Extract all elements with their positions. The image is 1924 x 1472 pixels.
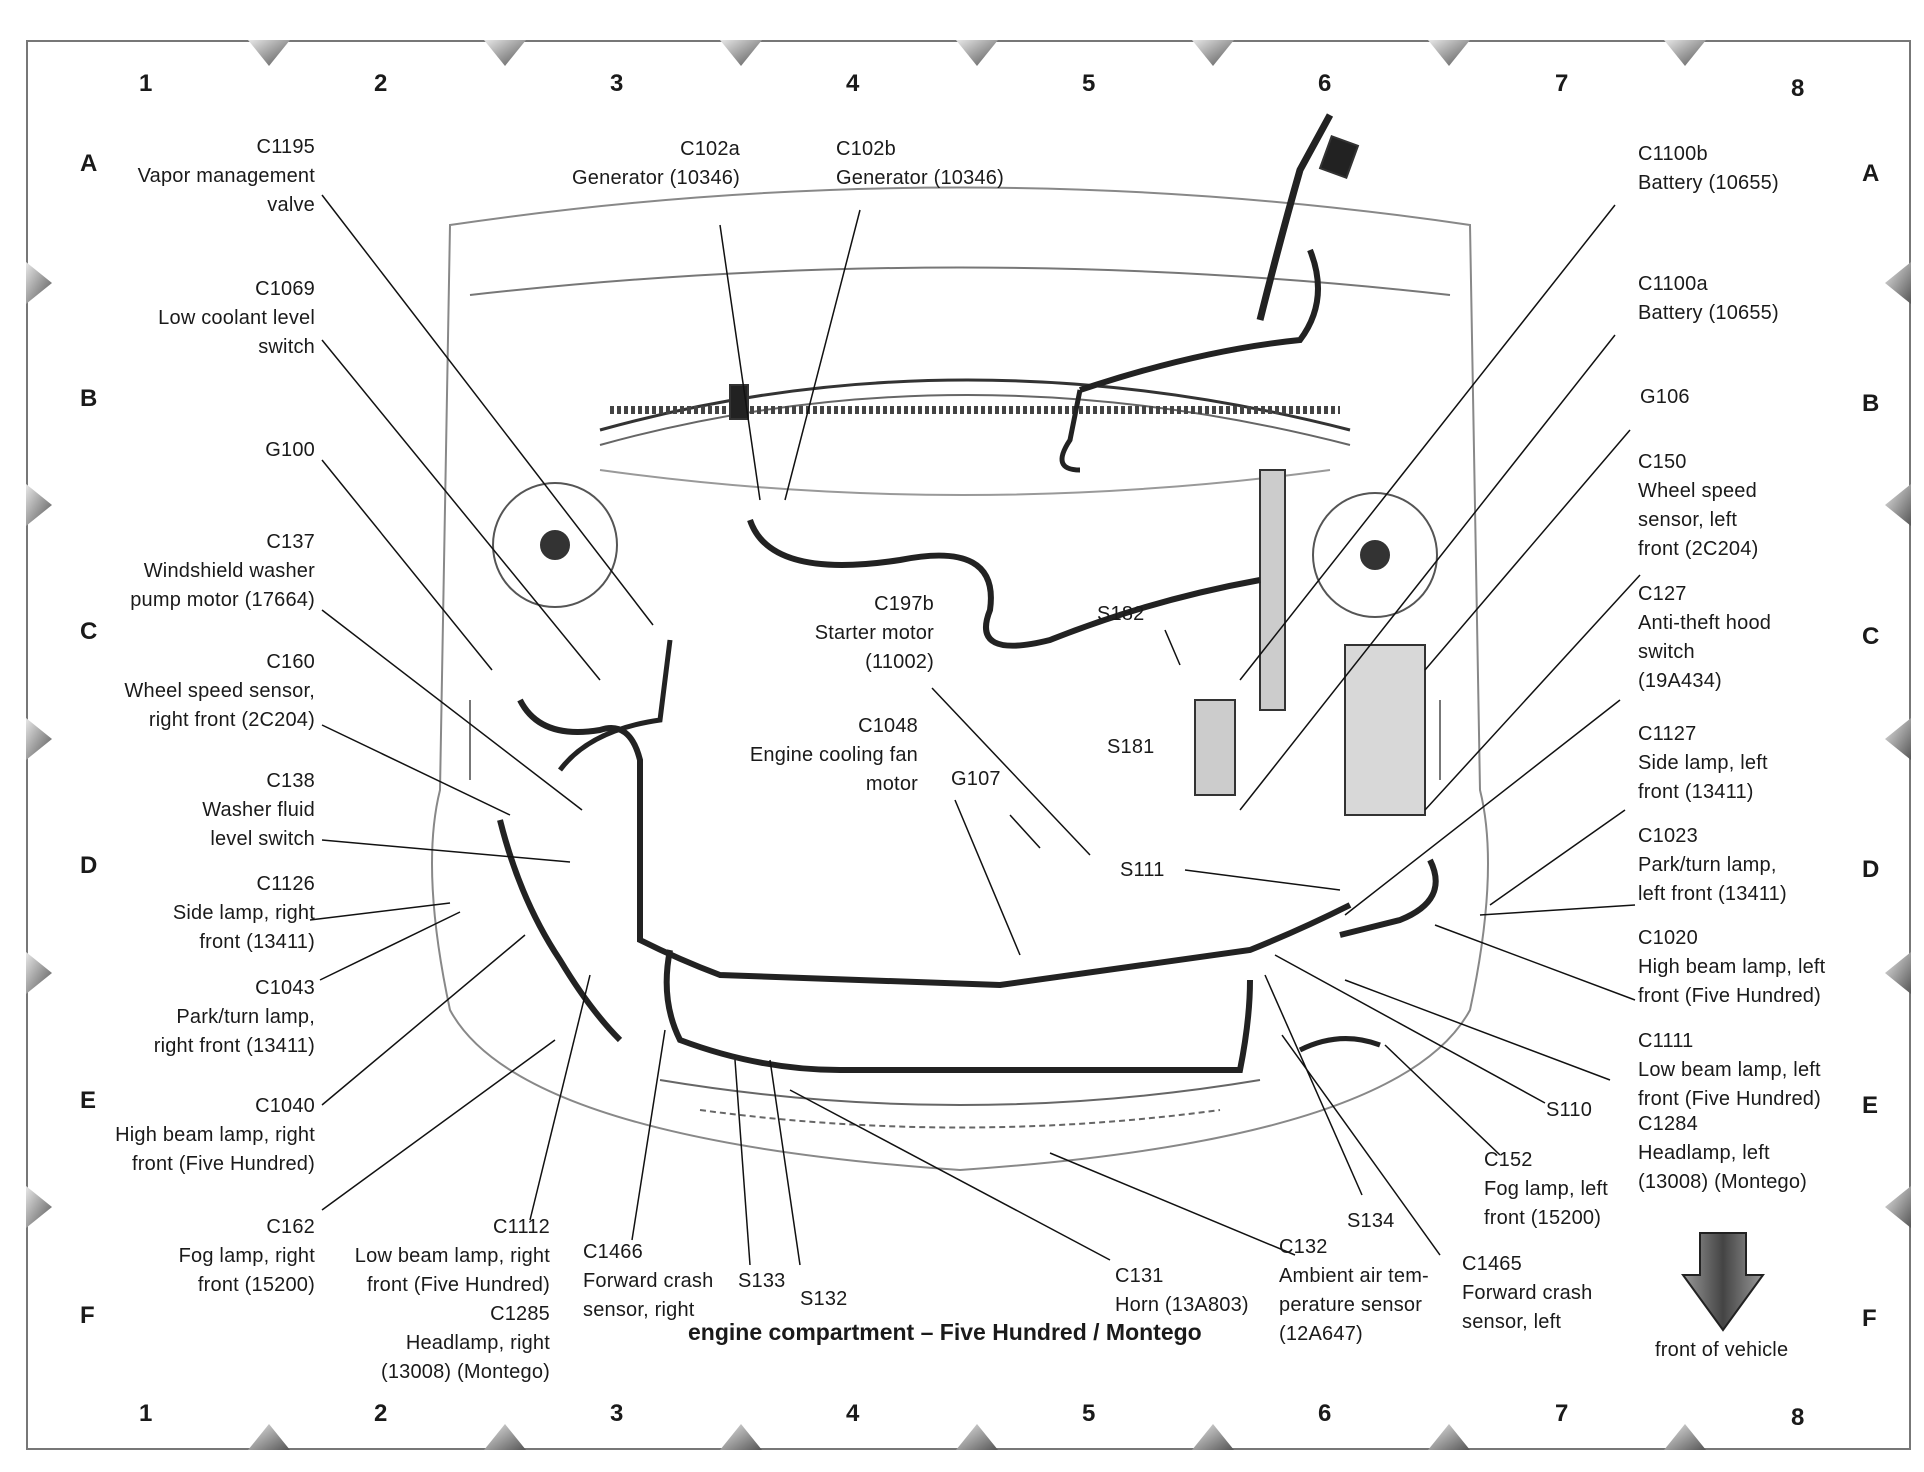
front-arrow-icon	[1681, 1232, 1765, 1332]
grid-col-4-bottom: 4	[846, 1400, 860, 1427]
label-c1040: C1040 High beam lamp, right front (Five …	[115, 1095, 315, 1175]
grid-col-3: 3	[610, 70, 624, 97]
label-c1043: C1043 Park/turn lamp, right front (13411…	[153, 977, 315, 1057]
label-c1023: C1023 Park/turn lamp, left front (13411)	[1638, 825, 1787, 905]
label-s182: S182	[1097, 603, 1145, 625]
grid-col-8: 8	[1791, 75, 1805, 102]
label-c131: C131 Horn (13A803)	[1115, 1265, 1249, 1316]
label-c1069: C1069 Low coolant level switch	[158, 278, 315, 358]
label-c160: C160 Wheel speed sensor, right front (2C…	[124, 651, 315, 731]
label-c1127: C1127 Side lamp, left front (13411)	[1638, 723, 1768, 803]
grid-col-2: 2	[374, 70, 388, 97]
label-s134: S134	[1347, 1210, 1395, 1232]
label-c1100a: C1100a Battery (10655)	[1638, 273, 1779, 324]
label-c1126: C1126 Side lamp, right front (13411)	[172, 873, 315, 953]
label-c1195: C1195 Vapor management valve	[137, 136, 315, 216]
grid-col-1: 1	[139, 70, 153, 97]
label-g100: G100	[265, 439, 315, 461]
grid-row-b-left: B	[80, 385, 98, 412]
label-c1465: C1465 Forward crash sensor, left	[1462, 1253, 1593, 1333]
label-c102b: C102b Generator (10346)	[836, 138, 1004, 189]
label-s111: S111	[1120, 859, 1165, 881]
label-c1048: C1048 Engine cooling fan motor	[749, 715, 918, 795]
label-c138: C138 Washer fluid level switch	[202, 770, 315, 850]
label-c197b: C197b Starter motor (11002)	[814, 593, 934, 673]
grid-col-2-bottom: 2	[374, 1400, 388, 1427]
label-g106: G106	[1640, 386, 1690, 408]
grid-col-4: 4	[846, 70, 860, 97]
label-c1020: C1020 High beam lamp, left front (Five H…	[1638, 927, 1826, 1007]
label-c152: C152 Fog lamp, left front (15200)	[1484, 1149, 1608, 1229]
grid-col-5: 5	[1082, 70, 1096, 97]
label-c1466: C1466 Forward crash sensor, right	[583, 1241, 714, 1321]
grid-col-7-bottom: 7	[1555, 1400, 1569, 1427]
grid-col-1-bottom: 1	[139, 1400, 153, 1427]
grid-row-e-right: E	[1862, 1092, 1879, 1119]
label-c1284: C1284 Headlamp, left (13008) (Montego)	[1638, 1113, 1808, 1193]
grid-row-f-right: F	[1862, 1305, 1877, 1332]
grid-row-f-left: F	[80, 1302, 95, 1329]
label-c102a: C102a Generator (10346)	[572, 138, 740, 189]
border-markers	[26, 40, 1911, 1450]
grid-row-c-right: C	[1862, 623, 1880, 650]
grid-col-3-bottom: 3	[610, 1400, 624, 1427]
label-c1100b: C1100b Battery (10655)	[1638, 143, 1779, 194]
leader-lines	[309, 194, 1641, 1266]
grid-row-a-right: A	[1862, 160, 1880, 187]
label-c1111: C1111 Low beam lamp, left front (Five Hu…	[1638, 1030, 1821, 1110]
grid-col-8-bottom: 8	[1791, 1404, 1805, 1431]
label-c132: C132 Ambient air tem- perature sensor (1…	[1279, 1236, 1429, 1345]
label-s181: S181	[1107, 736, 1155, 758]
label-c127: C127 Anti-theft hood switch (19A434)	[1638, 583, 1772, 692]
diagram-caption: engine compartment – Five Hundred / Mont…	[688, 1319, 1202, 1345]
label-front-of-vehicle: front of vehicle	[1655, 1339, 1789, 1361]
grid-row-b-right: B	[1862, 390, 1880, 417]
grid-row-e-left: E	[80, 1087, 97, 1114]
grid-row-d-right: D	[1862, 856, 1880, 883]
label-c137: C137 Windshield washer pump motor (17664…	[130, 531, 315, 611]
grid-row-d-left: D	[80, 852, 98, 879]
grid-col-6: 6	[1318, 70, 1332, 97]
grid-row-c-left: C	[80, 618, 98, 645]
label-c1112: C1112 Low beam lamp, right front (Five H…	[354, 1216, 550, 1383]
label-s132: S132	[800, 1288, 848, 1310]
compartment-art	[431, 113, 1489, 1172]
label-c162: C162 Fog lamp, right front (15200)	[178, 1216, 315, 1296]
grid-col-7: 7	[1555, 70, 1569, 97]
label-g107: G107	[951, 768, 1001, 790]
grid-row-a-left: A	[80, 150, 98, 177]
grid-col-5-bottom: 5	[1082, 1400, 1096, 1427]
label-s110: S110	[1546, 1099, 1593, 1121]
label-c150: C150 Wheel speed sensor, left front (2C2…	[1638, 451, 1759, 560]
grid-col-6-bottom: 6	[1318, 1400, 1332, 1427]
label-s133: S133	[738, 1270, 786, 1292]
